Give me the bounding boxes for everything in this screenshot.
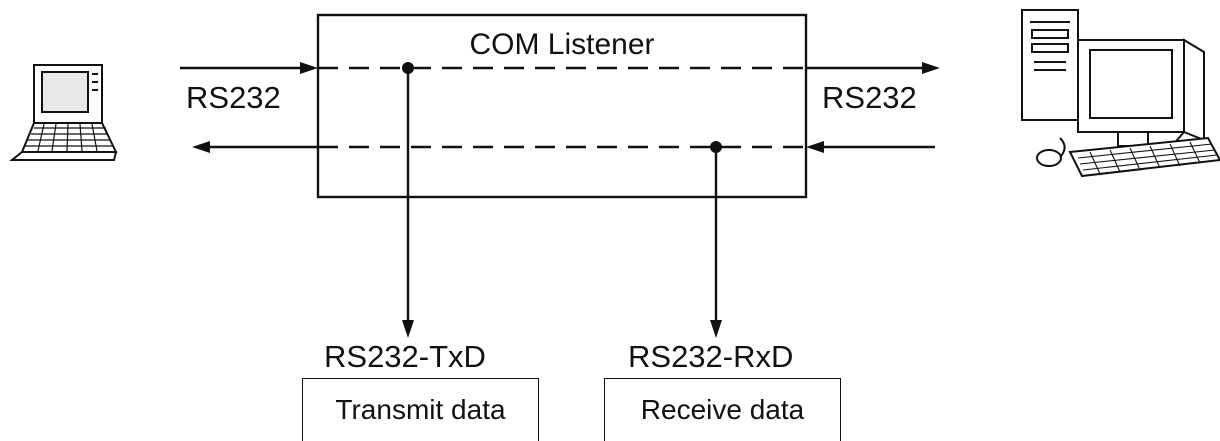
com-listener-title: COM Listener <box>469 28 655 61</box>
left-port-label: RS232 <box>186 80 281 115</box>
right-port-label: RS232 <box>822 80 917 115</box>
com-listener-box <box>316 13 808 199</box>
transmit-data-text: Transmit data <box>335 394 506 425</box>
receive-data-box: Receive data <box>604 378 841 441</box>
rx-tap <box>710 141 722 338</box>
tx-tap <box>402 62 414 338</box>
receive-data-text: Receive data <box>640 394 805 425</box>
laptop-icon <box>9 64 118 161</box>
rx-signal-line <box>192 141 935 153</box>
desktop-computer-icon <box>1021 9 1220 178</box>
transmit-data-box: Transmit data <box>302 378 539 441</box>
rx-channel-label: RS232-RxD <box>628 339 794 374</box>
tx-signal-line <box>180 62 940 74</box>
tx-channel-label: RS232-TxD <box>324 339 486 374</box>
